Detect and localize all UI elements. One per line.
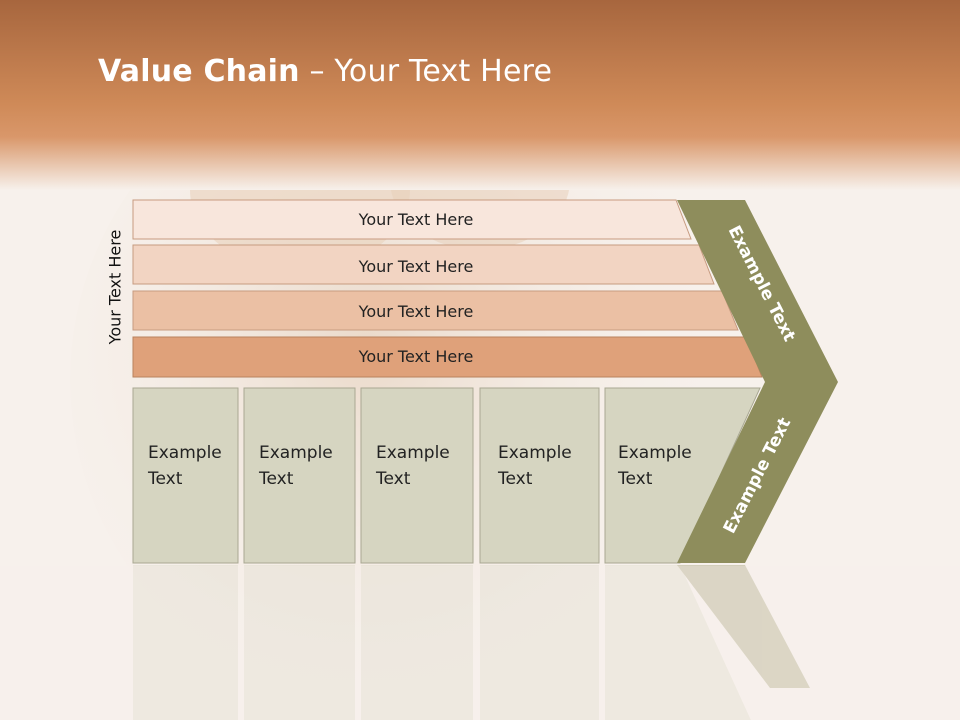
bar-2[interactable]: Your Text Here (132, 244, 715, 285)
box-4-line2: Text (497, 469, 533, 489)
reflection-fade (0, 566, 960, 720)
bar-4-label: Your Text Here (358, 347, 474, 366)
bar-4-shape (132, 336, 763, 378)
bar-3-shape (132, 290, 739, 331)
bar-4[interactable]: Your Text Here (132, 336, 763, 378)
svg-text:Text: Text (617, 469, 653, 489)
chevron-shape (677, 200, 838, 563)
box-1[interactable]: Example Text (132, 387, 239, 564)
bar-1-label: Your Text Here (358, 210, 474, 229)
box-1-line2: Text (147, 469, 183, 489)
svg-text:Example: Example (498, 443, 572, 463)
bar-3[interactable]: Your Text Here (132, 290, 739, 331)
svg-text:Text: Text (497, 469, 533, 489)
svg-text:Text: Text (258, 469, 294, 489)
svg-text:Example: Example (148, 443, 222, 463)
box-1-shape (132, 387, 239, 564)
title-bold: Value Chain (98, 54, 300, 89)
box-4[interactable]: Example Text (479, 387, 600, 564)
reflection (133, 565, 810, 720)
box-2-line2: Text (258, 469, 294, 489)
box-2[interactable]: Example Text (243, 387, 356, 564)
box-3-line2: Text (375, 469, 411, 489)
header-band (0, 0, 960, 190)
box-5-line1: Example (618, 443, 692, 463)
box-2-shape (243, 387, 356, 564)
svg-text:Example: Example (376, 443, 450, 463)
bar-2-shape (132, 244, 715, 285)
box-3-shape (360, 387, 474, 564)
bar-2-label: Your Text Here (358, 257, 474, 276)
bar-1[interactable]: Your Text Here (132, 199, 692, 240)
box-2-line1: Example (259, 443, 333, 463)
box-1-line1: Example (148, 443, 222, 463)
box-4-line1: Example (498, 443, 572, 463)
box-3[interactable]: Example Text (360, 387, 474, 564)
svg-text:Text: Text (147, 469, 183, 489)
box-4-shape (479, 387, 600, 564)
svg-text:Example: Example (259, 443, 333, 463)
svg-text:Text: Text (375, 469, 411, 489)
slide-title: Value Chain – Your Text Here (98, 54, 552, 89)
box-5-line2: Text (617, 469, 653, 489)
bar-3-label: Your Text Here (358, 302, 474, 321)
bar-1-shape (132, 199, 692, 240)
box-3-line1: Example (376, 443, 450, 463)
title-rest: – Your Text Here (299, 54, 553, 89)
svg-text:Example: Example (618, 443, 692, 463)
